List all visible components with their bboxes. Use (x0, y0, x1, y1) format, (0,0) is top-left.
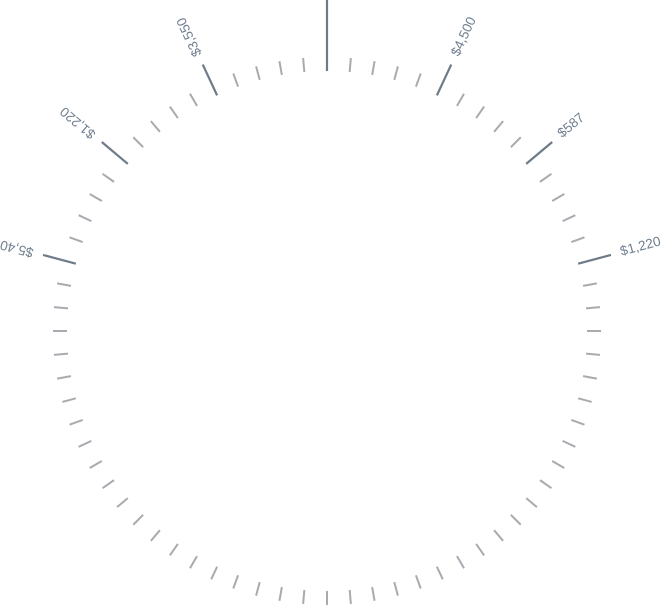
marker-label: $3,550 (173, 15, 204, 59)
tick-mark (570, 418, 585, 426)
tick-mark (348, 57, 352, 73)
tick-mark (475, 543, 485, 557)
tick-mark (78, 214, 92, 223)
tick-mark (456, 93, 465, 107)
tick-mark (539, 173, 553, 183)
tick-mark (89, 193, 103, 202)
tick-mark (585, 352, 601, 356)
tick-mark (78, 439, 92, 448)
tick-mark (132, 514, 144, 526)
tick-mark (435, 566, 444, 580)
tick-mark (570, 236, 585, 244)
tick-mark (255, 66, 261, 81)
marker-label: $1,220 (57, 104, 98, 142)
tick-mark (393, 66, 399, 81)
tick-mark (348, 589, 352, 605)
marker-tick (201, 64, 219, 96)
tick-mark (510, 514, 522, 526)
value-markers: $4,500 $587 $1,220 $3,550 $1,220 $5,40 (0, 0, 662, 265)
tick-mark (525, 497, 538, 508)
marker-label: $1,220 (618, 233, 662, 258)
tick-mark (278, 60, 283, 76)
tick-mark (69, 236, 84, 244)
tick-mark (493, 529, 504, 542)
tick-mark (585, 306, 601, 310)
tick-mark (232, 73, 240, 88)
tick-mark (62, 397, 77, 403)
tick-ring (53, 57, 601, 605)
tick-mark (562, 214, 576, 223)
tick-mark (510, 136, 522, 148)
tick-mark (116, 497, 129, 508)
tick-mark (101, 173, 115, 183)
marker-label: $5,40 (0, 237, 35, 260)
tick-mark (89, 460, 103, 469)
marker-label: $4,500 (448, 14, 479, 58)
marker-label: $587 (554, 110, 587, 141)
tick-mark (414, 574, 422, 589)
marker-tick (577, 253, 612, 265)
tick-mark (539, 479, 553, 489)
tick-mark (132, 136, 144, 148)
tick-mark (582, 282, 598, 287)
tick-mark (551, 460, 565, 469)
tick-mark (302, 589, 306, 605)
tick-mark (56, 282, 72, 287)
tick-mark (69, 418, 84, 426)
tick-mark (456, 555, 465, 569)
tick-mark (302, 57, 306, 73)
tick-mark (551, 193, 565, 202)
tick-mark (255, 581, 261, 596)
tick-mark (53, 306, 69, 310)
tick-mark (189, 555, 198, 569)
tick-mark (150, 120, 161, 133)
tick-mark (393, 581, 399, 596)
tick-mark (53, 352, 69, 356)
tick-mark (577, 397, 592, 403)
marker-tick (525, 141, 553, 165)
tick-mark (562, 439, 576, 448)
tick-mark (414, 73, 422, 88)
tick-mark (371, 586, 376, 602)
tick-mark (169, 543, 179, 557)
tick-mark (278, 586, 283, 602)
marker-tick (101, 141, 129, 165)
marker-tick (435, 64, 453, 96)
tick-mark (56, 375, 72, 380)
tick-mark (582, 375, 598, 380)
tick-mark (493, 120, 504, 133)
tick-mark (475, 105, 485, 119)
tick-mark (371, 60, 376, 76)
tick-mark (189, 93, 198, 107)
tick-mark (232, 574, 240, 589)
tick-mark (169, 105, 179, 119)
marker-tick (42, 253, 77, 265)
tick-mark (101, 479, 115, 489)
tick-mark (210, 566, 219, 580)
tick-mark (150, 529, 161, 542)
